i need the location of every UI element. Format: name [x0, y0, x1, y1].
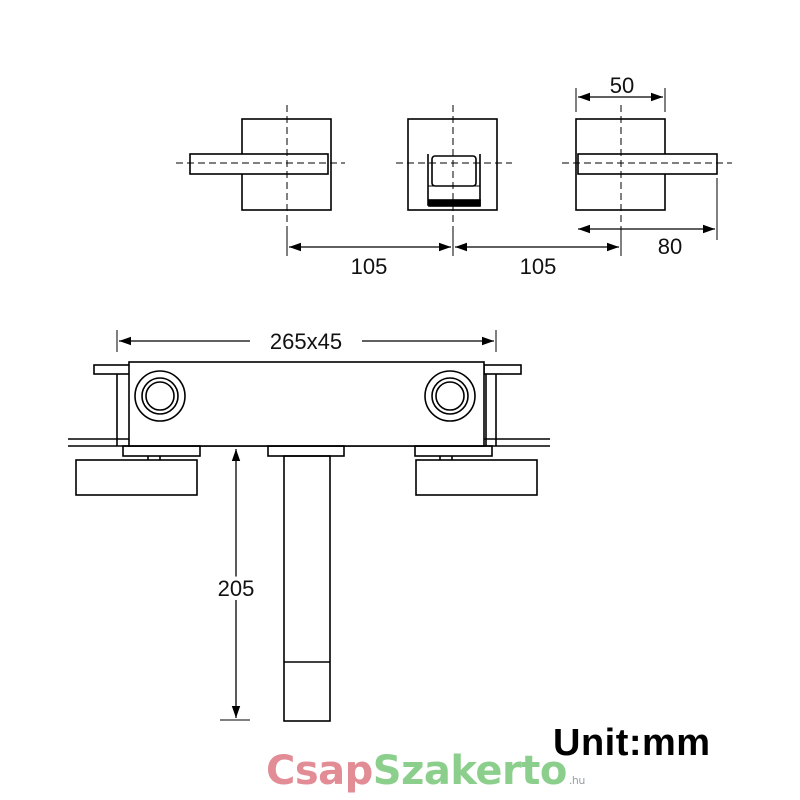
dim-label-50: 50	[610, 73, 634, 98]
dim-label-205: 205	[218, 576, 255, 601]
dim-label-105-right: 105	[520, 254, 557, 279]
left-handle-plate	[122, 445, 201, 457]
brand-logo: CsapSzakerto.hu	[266, 748, 585, 794]
valve-left	[134, 370, 186, 422]
dim-105-pair	[286, 228, 622, 256]
dim-label-105-left: 105	[351, 254, 388, 279]
dim-265x45	[116, 330, 497, 352]
dim-50	[575, 88, 666, 112]
side-view	[68, 330, 550, 722]
mount-ear-right	[483, 364, 522, 375]
top-view	[176, 88, 732, 256]
spout-top	[396, 105, 512, 228]
spout-side	[283, 455, 331, 722]
dim-label-80: 80	[658, 234, 682, 259]
dim-label-265x45: 265x45	[270, 329, 342, 354]
mount-ear-left	[93, 364, 131, 375]
left-handle-side	[75, 459, 198, 496]
logo-part-csap: Csap	[266, 748, 373, 794]
right-handle-plate	[414, 445, 493, 457]
dim-80	[578, 178, 718, 240]
logo-part-szakerto: Szakerto	[372, 748, 568, 794]
left-handle-top	[176, 105, 345, 228]
concealed-body	[128, 361, 485, 447]
unit-label: Unit:mm	[553, 722, 711, 764]
valve-right	[424, 370, 476, 422]
right-handle-top	[562, 105, 732, 228]
right-handle-side	[415, 459, 538, 496]
spout-plate	[267, 445, 345, 457]
logo-suffix: .hu	[568, 774, 585, 787]
dim-205	[220, 449, 250, 721]
